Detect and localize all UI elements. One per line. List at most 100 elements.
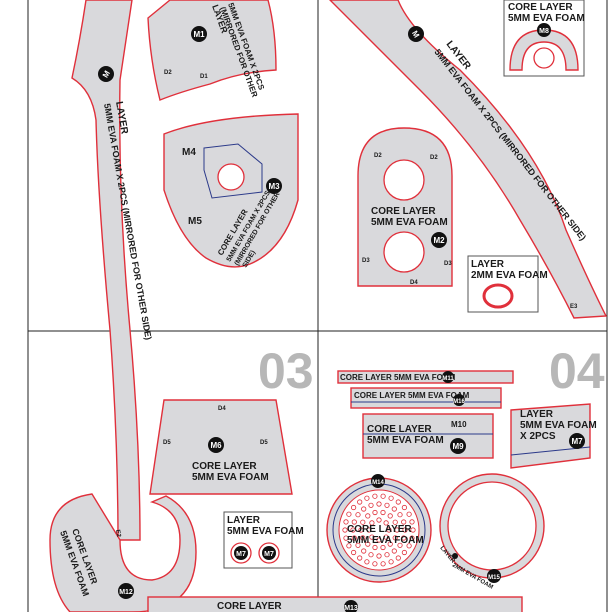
dot-hole: [409, 535, 415, 541]
dot-hole: [365, 513, 371, 519]
dot-hole: [366, 527, 372, 533]
m16-label: CORE LAYER 5MM EVA FOAM: [354, 391, 470, 400]
ring-material-label: 2MM EVA FOAM: [471, 270, 548, 281]
svg-text:M: M: [410, 29, 421, 40]
dot-hole: [410, 527, 416, 533]
dot-hole: [360, 519, 366, 525]
dot-hole: [384, 552, 390, 558]
dot-hole: [364, 559, 370, 565]
svg-text:M7: M7: [264, 551, 274, 558]
mark-d1: D1: [200, 74, 208, 80]
pattern-piece-m11: [337, 370, 514, 384]
dot-hole: [346, 543, 352, 549]
dot-hole: [342, 527, 348, 533]
dot-hole: [392, 535, 398, 541]
dot-hole: [372, 561, 378, 567]
svg-text:M7: M7: [571, 437, 583, 446]
svg-text:M12: M12: [119, 589, 133, 596]
m5-label: M5: [188, 216, 202, 227]
badge-m14: M14: [371, 474, 385, 488]
svg-text:M8: M8: [539, 28, 549, 35]
dot-hole: [343, 535, 349, 541]
dot-hole: [351, 535, 357, 541]
badge-m-strip: M: [98, 66, 114, 82]
m7-layer-label: LAYER: [227, 515, 261, 526]
pattern-piece-m1: [147, 0, 277, 101]
pattern-piece-m13: [147, 596, 523, 612]
dot-hole: [391, 548, 397, 554]
dot-hole: [395, 499, 401, 505]
badge-m7-large: M7: [569, 433, 585, 449]
m11-label: CORE LAYER 5MM EVA FOAM: [340, 373, 456, 382]
m14-core-label: CORE LAYER: [347, 524, 412, 535]
svg-text:M16: M16: [453, 399, 465, 405]
svg-text:M7: M7: [236, 551, 246, 558]
badge-m1: M1: [191, 26, 207, 42]
dot-hole: [372, 544, 378, 551]
badge-m-curve: M: [408, 26, 424, 42]
svg-text:M: M: [101, 69, 112, 80]
m7-material-label: 5MM EVA FOAM: [227, 526, 304, 537]
dot-hole: [388, 559, 394, 565]
dot-hole: [380, 493, 386, 499]
dot-hole: [355, 512, 361, 518]
quadrant-number-03: 03: [258, 343, 314, 399]
svg-text:M15: M15: [488, 575, 500, 581]
dot-hole: [346, 511, 352, 517]
svg-text:M2: M2: [433, 236, 445, 245]
dot-hole: [384, 502, 390, 508]
dot-hole: [376, 537, 382, 543]
dot-hole: [383, 534, 389, 540]
mark-d3: D3: [362, 258, 370, 264]
dot-hole: [380, 561, 386, 567]
svg-text:M14: M14: [372, 480, 384, 486]
m9-material-label: 5MM EVA FOAM: [367, 435, 444, 446]
dot-hole: [368, 502, 374, 508]
dot-hole: [350, 527, 356, 533]
badge-m9: M9: [450, 438, 466, 454]
dot-hole: [343, 519, 349, 525]
m7-large-material-label: 5MM EVA FOAM: [520, 420, 597, 431]
mark-d2c: D2: [430, 155, 438, 161]
m2-material-label: 5MM EVA FOAM: [371, 217, 448, 228]
svg-text:M9: M9: [452, 442, 464, 451]
svg-text:M6: M6: [210, 441, 222, 450]
mark-d3b: D3: [444, 261, 452, 267]
dot-hole: [369, 520, 375, 526]
quadrant-number-04: 04: [549, 343, 605, 399]
pattern-piece-m2: [357, 127, 453, 287]
badge-m13: M13: [344, 600, 358, 612]
dot-hole: [350, 504, 357, 511]
dot-hole: [368, 552, 374, 558]
dot-hole: [401, 549, 407, 556]
pattern-piece-long-strip: [71, 0, 141, 541]
dot-hole: [380, 509, 386, 516]
hole-m8: [533, 47, 555, 69]
dot-hole: [376, 553, 382, 559]
pattern-piece-m8: [509, 29, 579, 71]
m9-core-label: CORE LAYER: [367, 424, 432, 435]
m15-dot: [452, 553, 458, 559]
m10-label: M10: [451, 420, 467, 429]
dot-hole: [392, 519, 398, 525]
dot-hole: [406, 511, 412, 517]
badge-m15: M15: [487, 569, 501, 583]
mark-d2b: D2: [374, 153, 382, 159]
badge-m6: M6: [208, 437, 224, 453]
dot-hole: [402, 527, 408, 533]
m8-core-label: CORE LAYER: [508, 2, 573, 13]
m7-large-layer-label: LAYER: [520, 409, 554, 420]
dot-hole: [387, 541, 393, 547]
dot-hole: [351, 519, 357, 525]
dot-hole: [401, 535, 407, 541]
dot-hole: [355, 542, 361, 548]
pattern-piece-ring: [482, 283, 514, 309]
pattern-piece-curve: [329, 0, 608, 319]
dot-hole: [372, 509, 378, 516]
badge-m7-a: M7: [234, 546, 248, 560]
dot-hole: [409, 519, 415, 525]
dot-hole: [360, 535, 366, 541]
dot-hole: [388, 495, 394, 501]
dot-hole: [397, 512, 403, 518]
m6-material-label: 5MM EVA FOAM: [192, 472, 269, 483]
